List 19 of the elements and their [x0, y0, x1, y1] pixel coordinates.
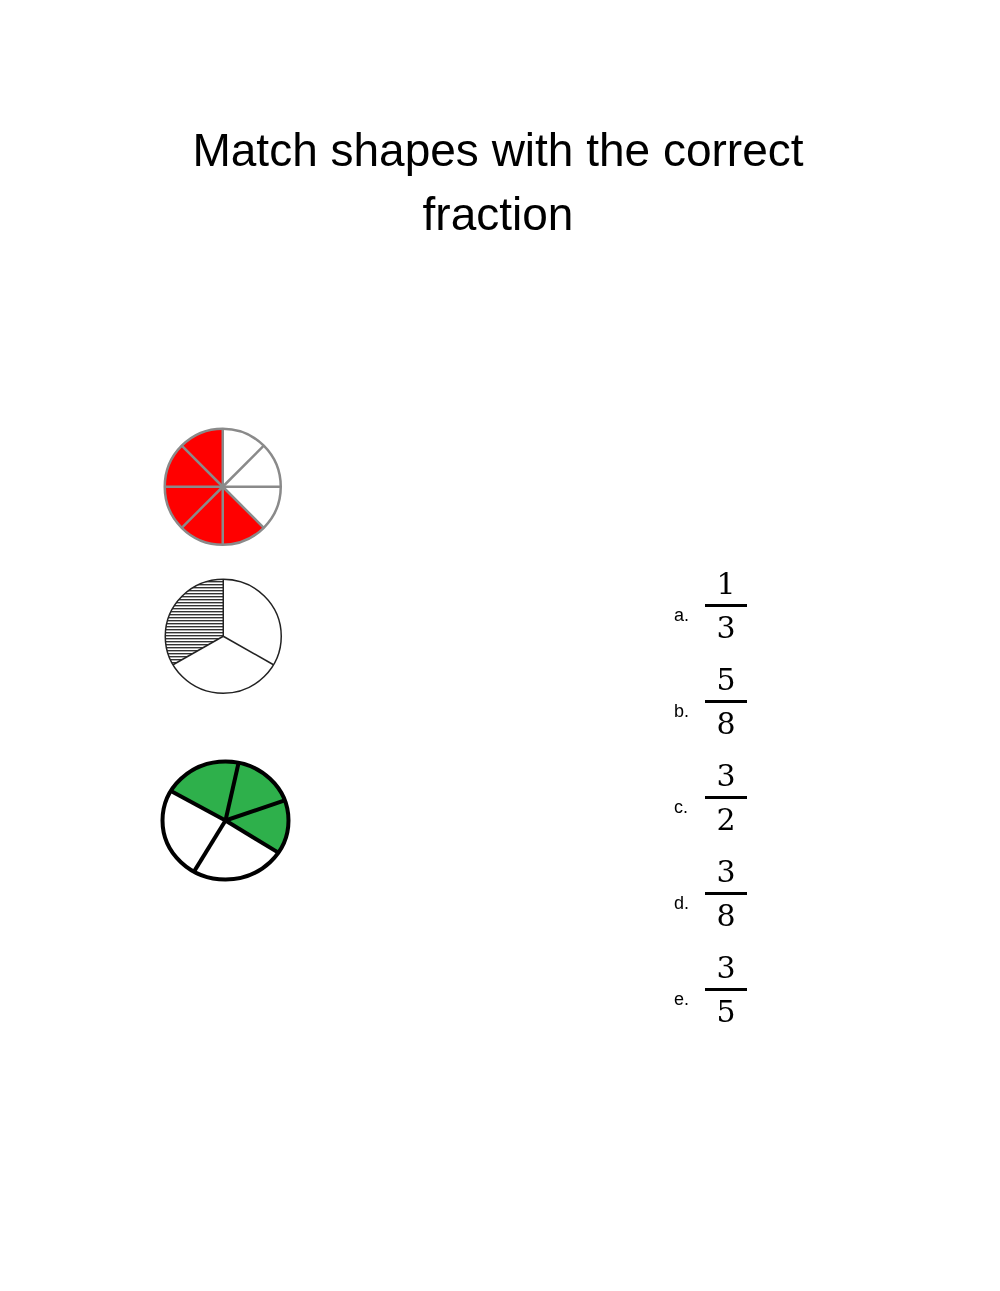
denominator: 8: [716, 708, 736, 740]
fraction-pie: [163, 577, 283, 695]
numerator: 5: [716, 664, 736, 696]
denominator: 8: [716, 900, 736, 932]
fraction-pie: [163, 427, 283, 547]
fraction-pie: [159, 758, 291, 882]
numerator: 3: [716, 760, 736, 792]
worksheet-title: Match shapes with the correct fraction: [191, 123, 805, 242]
numerator: 3: [716, 952, 736, 984]
option-letter: a.: [674, 606, 689, 624]
option-letter: e.: [674, 990, 689, 1008]
option-letter: c.: [674, 798, 688, 816]
numerator: 3: [716, 856, 736, 888]
numerator: 1: [716, 568, 736, 600]
option-letter: b.: [674, 702, 689, 720]
denominator: 3: [716, 612, 736, 644]
denominator: 2: [716, 804, 736, 836]
option-letter: d.: [674, 894, 689, 912]
denominator: 5: [716, 996, 736, 1028]
